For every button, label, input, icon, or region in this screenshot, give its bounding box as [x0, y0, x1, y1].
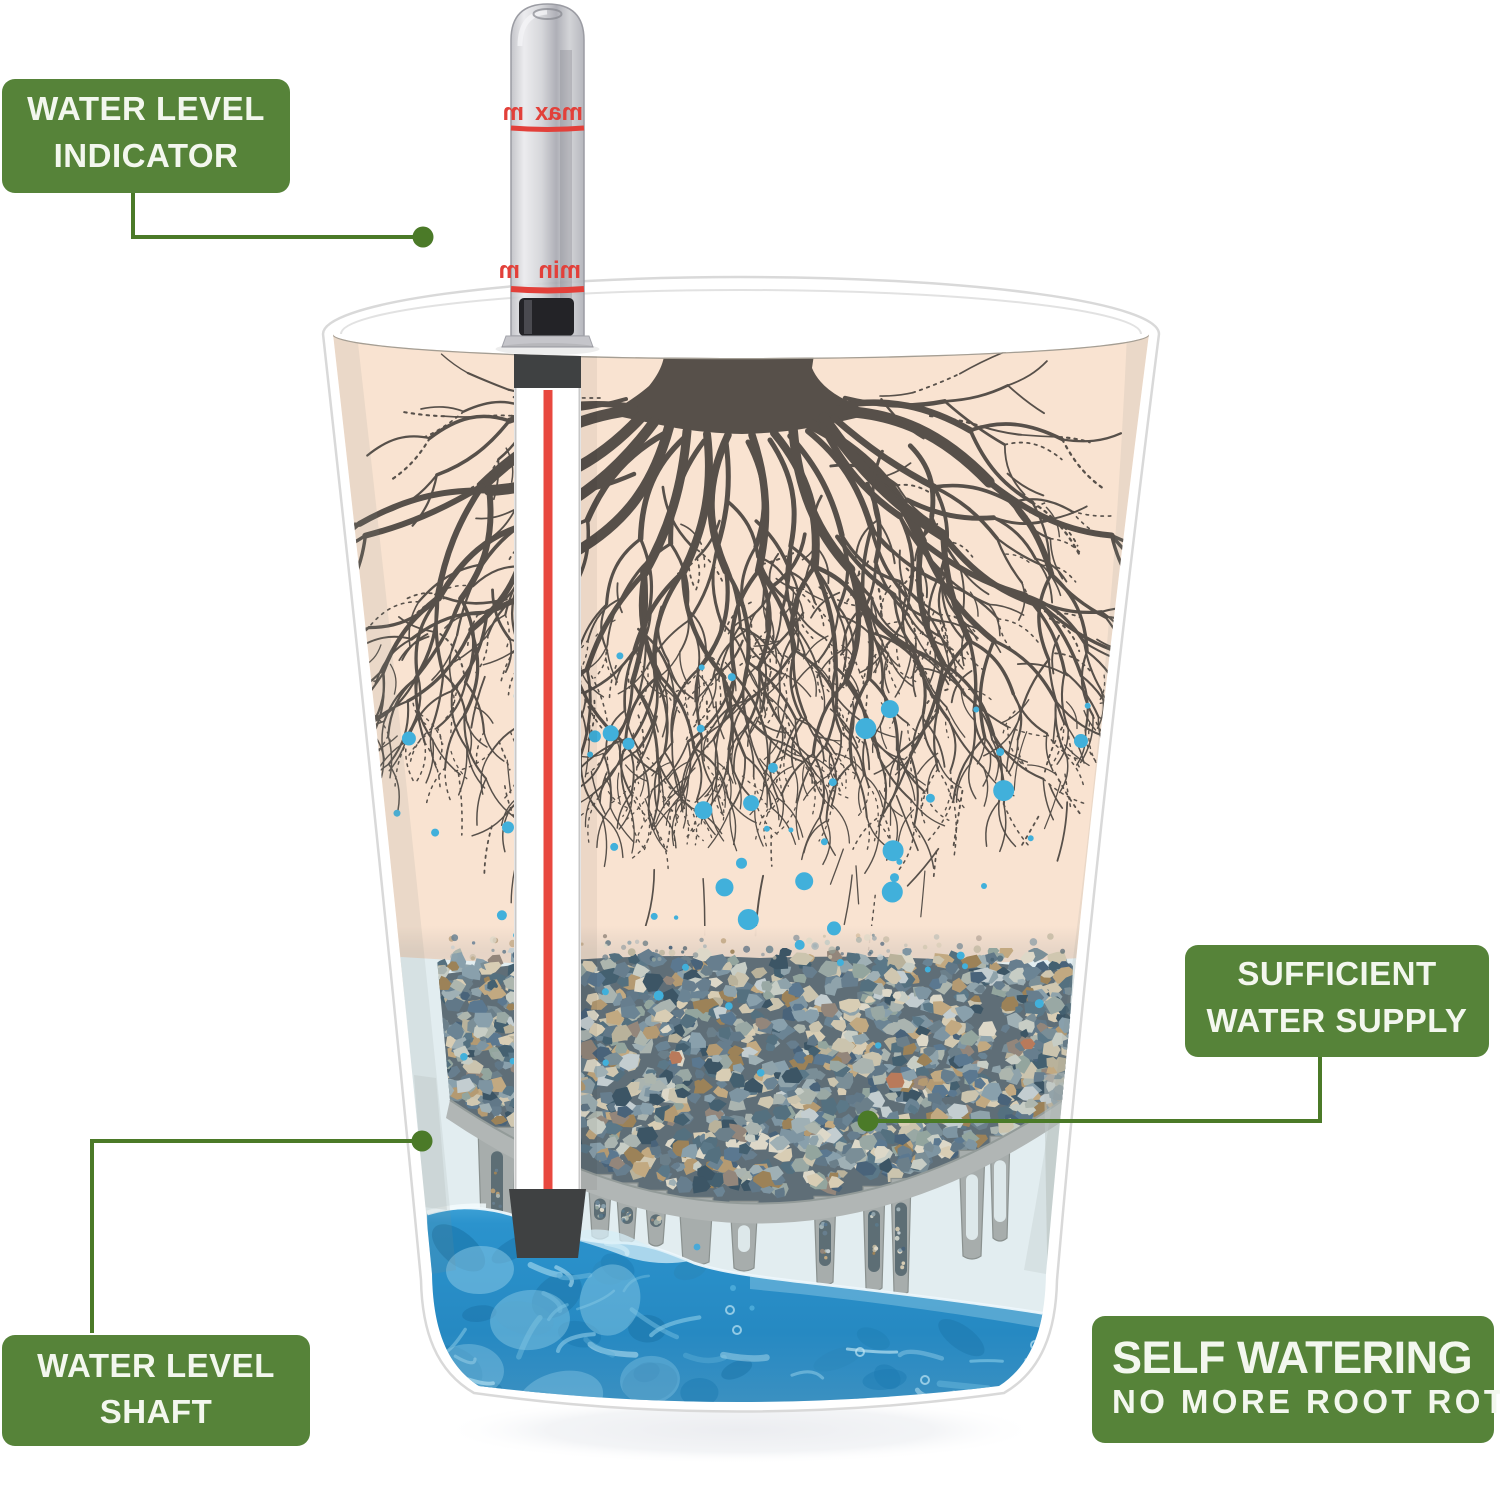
svg-text:min: min: [538, 257, 581, 284]
svg-text:max: max: [534, 99, 583, 126]
svg-text:m: m: [499, 257, 520, 284]
svg-text:m: m: [503, 99, 524, 126]
